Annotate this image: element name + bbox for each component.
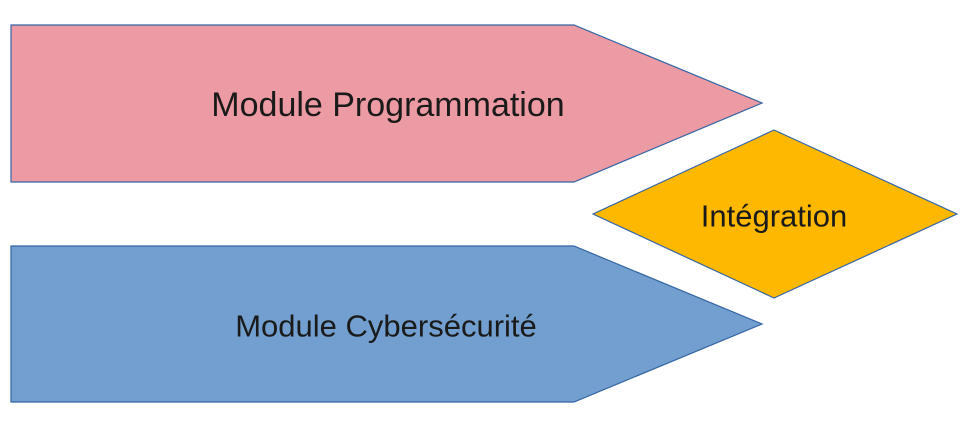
module-programmation-node: Module Programmation bbox=[10, 24, 764, 183]
module-programmation-label: Module Programmation bbox=[211, 86, 564, 124]
module-cybersecurite-label: Module Cybersécurité bbox=[235, 309, 537, 344]
integration-node: Intégration bbox=[591, 129, 959, 299]
module-cybersecurite-shape bbox=[10, 245, 764, 403]
module-programmation-shape bbox=[10, 24, 764, 183]
module-cybersecurite-node: Module Cybersécurité bbox=[10, 245, 764, 403]
integration-shape bbox=[591, 129, 959, 299]
integration-label: Intégration bbox=[701, 199, 848, 234]
